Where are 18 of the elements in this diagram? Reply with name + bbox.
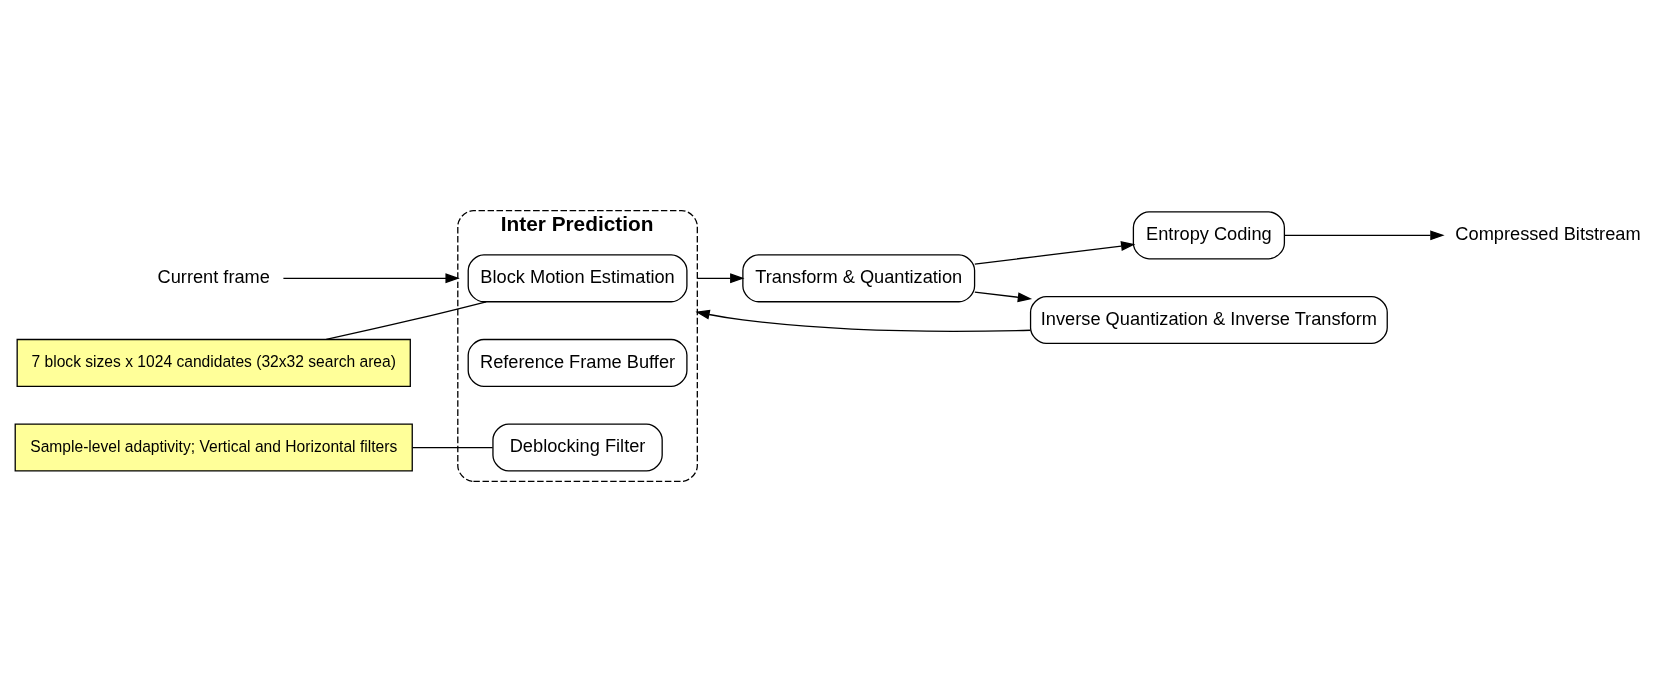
connector <box>325 300 487 340</box>
node-text: Current frame <box>157 266 270 287</box>
node-box: Inverse Quantization & Inverse Transform <box>1029 295 1388 344</box>
node-box: 7 block sizes x 1024 candidates (32x32 search area) <box>16 338 411 387</box>
arrow <box>974 240 1136 265</box>
arrow <box>695 309 1032 332</box>
connector <box>411 446 494 448</box>
node-box: Reference Frame Buffer <box>467 338 688 387</box>
node-box: Entropy Coding <box>1132 210 1286 259</box>
node-box: Transform & Quantization <box>742 253 976 302</box>
arrow <box>1283 229 1445 240</box>
arrow <box>282 272 460 283</box>
node-box: Deblocking Filter <box>492 422 663 472</box>
node-box: Block Motion Estimation <box>467 253 688 302</box>
arrow <box>696 272 745 283</box>
node-box: Sample-level adaptivity; Vertical and Horizontal filters <box>14 422 413 472</box>
arrow <box>974 290 1033 302</box>
node-text: Compressed Bitstream <box>1455 223 1641 244</box>
